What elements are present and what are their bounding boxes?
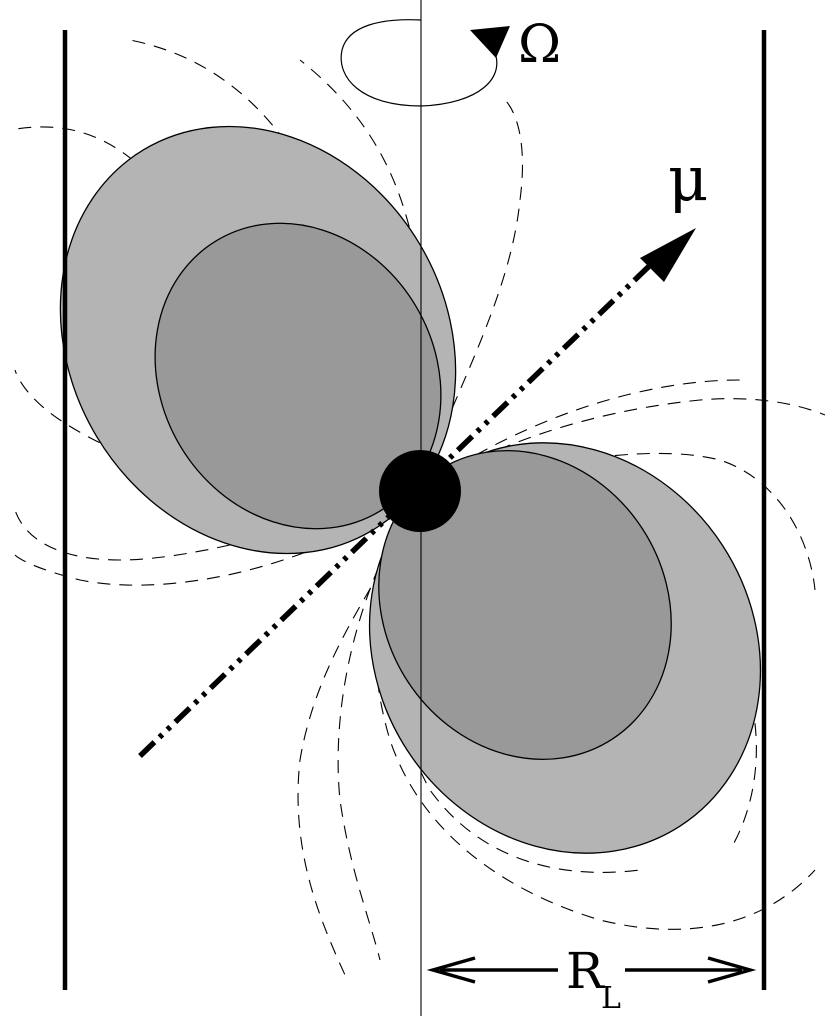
rotation-indicator: Ω: [340, 15, 561, 107]
rl-label: R: [566, 942, 605, 1000]
field-line: [9, 126, 421, 491]
lower-right-lobe: [368, 442, 762, 854]
omega-label: Ω: [518, 15, 561, 75]
rotation-loop: [340, 19, 498, 107]
mu-label: μ: [668, 142, 708, 215]
left-arrowhead-icon: [426, 956, 476, 984]
neutron-star: [379, 450, 461, 532]
field-line: [337, 489, 421, 961]
upper-left-lobe: [59, 125, 457, 555]
field-line: [14, 489, 421, 586]
mu-arrowhead-icon: [640, 228, 696, 282]
rotation-arrowhead-icon: [470, 26, 510, 58]
right-arrowhead-icon: [707, 956, 757, 984]
rl-subscript: L: [601, 981, 621, 1016]
magnetic-moment-axis: μ: [138, 142, 708, 758]
upper-inner-region: [154, 222, 442, 530]
light-cylinder-radius-indicator: R L: [426, 942, 757, 1016]
